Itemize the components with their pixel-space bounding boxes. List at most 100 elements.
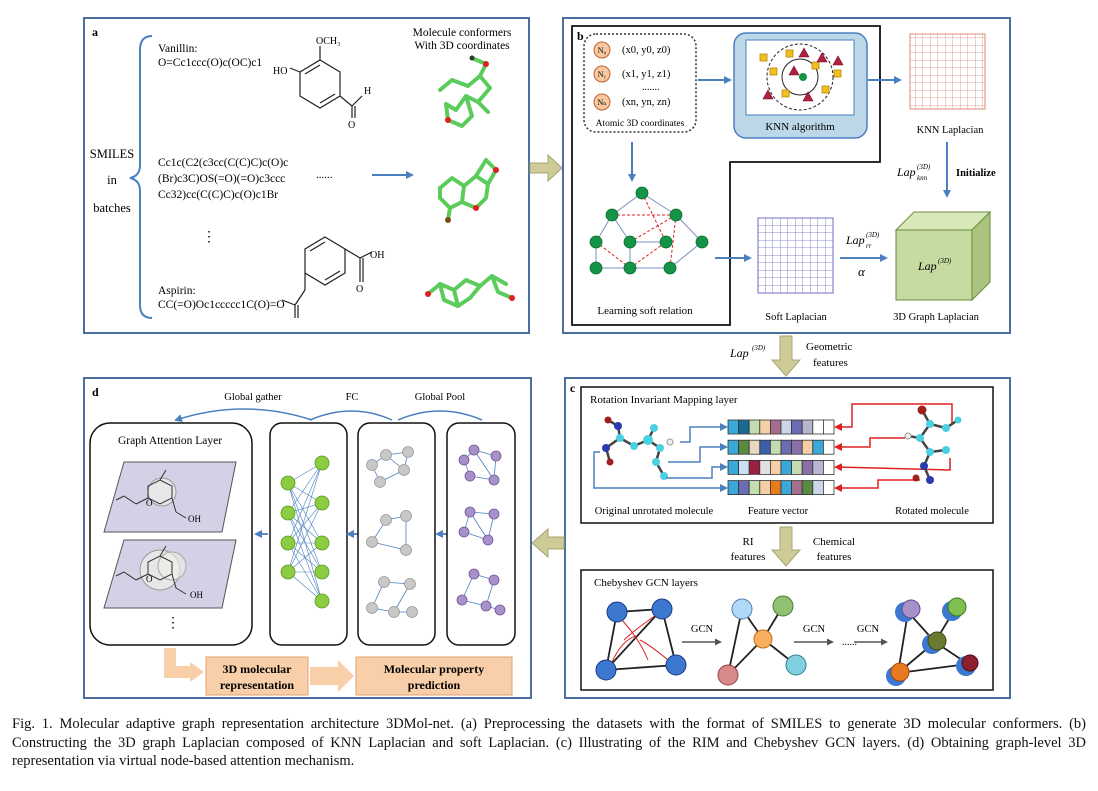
flow-geometric-2: features <box>813 357 848 369</box>
curly-brace <box>129 35 153 319</box>
knn-outer-ring <box>766 43 834 111</box>
vanillin-h: H <box>364 86 371 97</box>
output-elbow-head <box>190 662 204 682</box>
aspirin-o: O <box>356 284 363 295</box>
conformer-2-atoms <box>445 167 499 223</box>
gcn-graph-2 <box>717 595 807 686</box>
feature-cell <box>770 439 782 455</box>
gat-title: Graph Attention Layer <box>118 435 222 447</box>
feature-vector-grid <box>727 419 835 496</box>
rim-title: Rotation Invariant Mapping layer <box>590 394 738 406</box>
lap-rr-sub: rr <box>866 242 872 250</box>
conformer-title-2: With 3D coordinates <box>414 40 510 52</box>
gcn-graph-3 <box>886 597 979 686</box>
gat-ellipsis: ⋮ <box>166 616 180 631</box>
smiles-label-1: SMILES <box>90 147 135 161</box>
prediction-box <box>355 656 513 696</box>
aspirin-name: Aspirin: <box>158 285 196 297</box>
alpha-label: α <box>858 264 866 279</box>
atom-n0-coord: (x0, y0, z0) <box>622 45 671 56</box>
feature-cell <box>823 459 835 475</box>
feature-vector-label: Feature vector <box>748 506 809 517</box>
feature-cell <box>780 439 793 455</box>
figure-caption: Fig. 1. Molecular adaptive graph represe… <box>12 716 1086 769</box>
flow-geometric-1: Geometric <box>806 341 853 353</box>
rotated-molecule-label: Rotated molecule <box>895 506 969 517</box>
aspirin-oh: OH <box>370 250 384 261</box>
ellipsis-h: ...... <box>316 169 333 181</box>
atom-n0: N₀ <box>598 46 607 55</box>
feature-cell <box>812 480 824 496</box>
atom-nn-coord: (xn, yn, zn) <box>622 97 671 108</box>
gcn-label-3: GCN <box>857 624 880 635</box>
feature-cell <box>801 480 814 496</box>
panel-b-label: b <box>577 29 584 43</box>
middle-smiles-3: Cc32)cc(C(C)C)c(O)c1Br <box>158 189 278 201</box>
gat-oh-2: OH <box>190 590 203 600</box>
soft-relation-label: Learning soft relation <box>597 305 693 317</box>
fc-network <box>280 455 330 609</box>
atom-nn-node <box>593 93 611 111</box>
global-gather-arrow <box>174 408 313 422</box>
feature-cell <box>727 419 740 435</box>
feature-cell <box>770 419 782 435</box>
feature-cell <box>823 419 835 435</box>
feature-cell <box>759 419 771 435</box>
panel-c-label: c <box>570 381 576 395</box>
gat-plane-1 <box>103 461 237 533</box>
panel-d: d Global gather FC Global Pool Graph Att… <box>83 377 532 699</box>
aspirin-structure <box>281 236 373 318</box>
feature-cell <box>748 439 761 455</box>
cube-lap-sup: (3D) <box>938 257 952 265</box>
original-molecule <box>602 416 674 480</box>
lap-knn: Lap <box>896 165 916 179</box>
conformer-title-1: Molecule conformers <box>413 27 512 39</box>
panel-c: c Rotation Invariant Mapping layer <box>564 377 1011 699</box>
cube-lap: Lap <box>917 259 937 273</box>
global-pool-arc <box>397 410 483 421</box>
gcn-label-2: GCN <box>803 624 826 635</box>
vanillin-smiles: O=Cc1ccc(O)c(OC)c1 <box>158 57 262 69</box>
flow-arrow-b-to-c <box>770 335 802 377</box>
fc-label: FC <box>346 392 359 403</box>
feature-cell <box>801 419 814 435</box>
flow-arrow-rim-to-gcn <box>770 526 802 567</box>
node-graphs <box>456 444 506 616</box>
knn-inner-ring <box>781 58 819 96</box>
knn-points <box>759 49 842 98</box>
vanillin-name: Vanillin: <box>158 43 198 55</box>
feature-cell <box>759 439 771 455</box>
prediction-line-2: prediction <box>408 678 461 692</box>
feature-cell <box>748 419 761 435</box>
smiles-label-3: batches <box>93 201 131 215</box>
gat-box <box>89 422 253 646</box>
graph-laplacian-label: 3D Graph Laplacian <box>893 312 979 323</box>
rep-to-pred-arrow <box>310 660 354 692</box>
feature-cell <box>738 419 750 435</box>
lap-knn-sup: (3D) <box>917 163 931 171</box>
rotated-molecule <box>904 405 962 484</box>
conformer-3 <box>426 274 514 308</box>
atom-n0-node <box>593 41 611 59</box>
feature-cell <box>738 459 750 475</box>
panel-a: a SMILES in batches Vanillin: O=Cc1ccc(O… <box>83 17 530 334</box>
feature-cell <box>801 439 814 455</box>
feature-cell <box>812 459 824 475</box>
chemical-features-1: Chemical <box>813 536 855 548</box>
ri-features-2: features <box>731 551 766 563</box>
soft-relation-graph <box>589 186 709 275</box>
atomic-coords-label: Atomic 3D coordinates <box>596 119 685 129</box>
gcn-graph-1 <box>595 598 687 681</box>
prediction-line-1: Molecular property <box>384 662 485 676</box>
gcn-title: Chebyshev GCN layers <box>594 577 698 589</box>
feature-cell <box>738 480 750 496</box>
gcn-dots: ...... <box>842 637 857 648</box>
vanillin-och3: OCH₃ <box>316 36 341 47</box>
feature-cell <box>759 480 771 496</box>
initialize-label: Initialize <box>956 168 996 179</box>
knn-laplacian-matrix <box>909 33 986 110</box>
representation-line-2: representation <box>220 678 295 692</box>
global-gather-label: Global gather <box>224 392 282 403</box>
feature-cell <box>791 439 803 455</box>
coord-dots: ....... <box>642 82 660 93</box>
